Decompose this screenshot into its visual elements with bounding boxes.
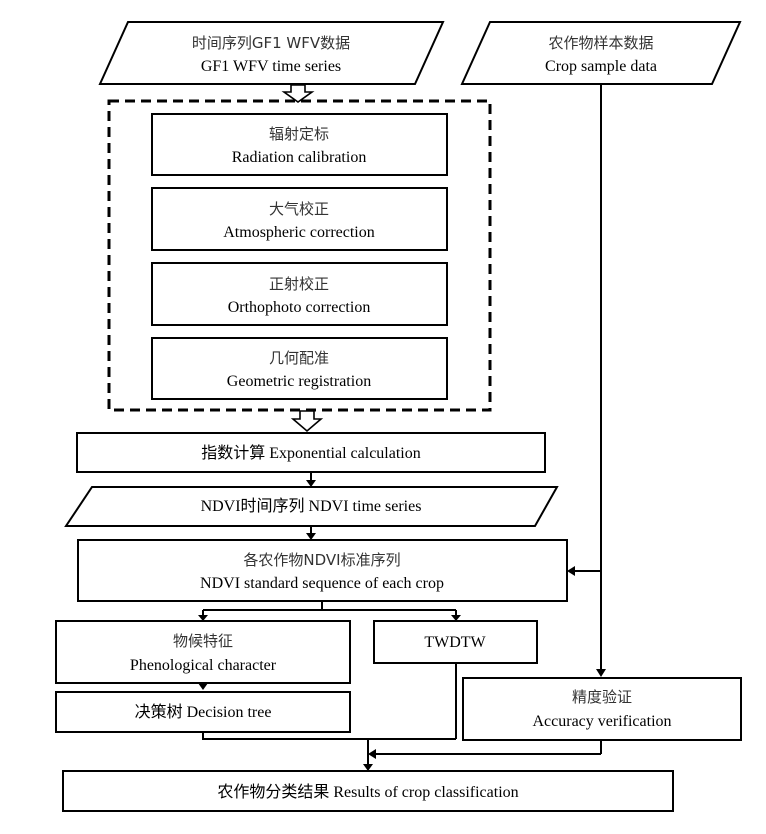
crop-sample-zh: 农作物样本数据 xyxy=(548,34,653,52)
arrow-to-twdtw-head xyxy=(451,615,461,621)
atmospheric-correction-node: 大气校正 Atmospheric correction xyxy=(151,187,448,251)
gf1-series-zh: 时间序列GF1 WFV数据 xyxy=(192,34,350,52)
ndvi-series-text: NDVI时间序列 NDVI time series xyxy=(201,497,422,515)
accuracy-verification-node: 精度验证 Accuracy verification xyxy=(462,677,742,741)
hollow-arrow-exponential xyxy=(290,410,324,433)
radiation-zh: 辐射定标 xyxy=(269,125,329,143)
twdtw-text: TWDTW xyxy=(424,634,486,651)
phenological-character-node: 物候特征 Phenological character xyxy=(55,620,351,684)
geometric-en: Geometric registration xyxy=(227,373,371,390)
arrow-exp-to-ndvi-head xyxy=(306,480,316,487)
phenological-en: Phenological character xyxy=(130,657,277,674)
arrow-ndvi-to-standard-head xyxy=(306,533,316,540)
decision-to-merge-line xyxy=(202,732,456,740)
arrow-to-phenological-head xyxy=(198,615,208,621)
crop-sample-node: 农作物样本数据 Crop sample data xyxy=(460,21,742,85)
geometric-zh: 几何配准 xyxy=(269,349,329,367)
atmospheric-zh: 大气校正 xyxy=(269,200,329,218)
hollow-arrow-preprocess xyxy=(281,84,315,103)
exponential-calculation-node: 指数计算 Exponential calculation xyxy=(76,432,546,473)
preprocessing-group xyxy=(107,99,492,412)
exponential-text: 指数计算 Exponential calculation xyxy=(201,443,421,462)
gf1-series-en: GF1 WFV time series xyxy=(201,58,341,75)
radiation-en: Radiation calibration xyxy=(232,149,367,166)
radiation-calibration-node: 辐射定标 Radiation calibration xyxy=(151,113,448,176)
arrow-sample-to-standard-head xyxy=(567,566,575,576)
ndvi-time-series-node: NDVI时间序列 NDVI time series xyxy=(64,486,559,527)
crop-classification-result-node: 农作物分类结果 Results of crop classification xyxy=(62,770,674,812)
ndvi-standard-zh: 各农作物NDVI标准序列 xyxy=(243,551,400,569)
ndvi-standard-sequence-node: 各农作物NDVI标准序列 NDVI standard sequence of e… xyxy=(77,539,568,602)
phenological-zh: 物候特征 xyxy=(173,632,233,650)
gf1-series-node: 时间序列GF1 WFV数据 GF1 WFV time series xyxy=(98,21,445,85)
atmospheric-en: Atmospheric correction xyxy=(223,224,375,241)
orthophoto-zh: 正射校正 xyxy=(269,275,329,293)
crop-sample-en: Crop sample data xyxy=(545,58,657,75)
orthophoto-correction-node: 正射校正 Orthophoto correction xyxy=(151,262,448,326)
orthophoto-en: Orthophoto correction xyxy=(228,299,371,316)
decision-tree-node: 决策树 Decision tree xyxy=(55,691,351,733)
result-text: 农作物分类结果 Results of crop classification xyxy=(217,783,518,801)
accuracy-zh: 精度验证 xyxy=(572,688,632,706)
twdtw-node: TWDTW xyxy=(373,620,538,664)
arrow-to-decision-tree-head xyxy=(198,683,208,690)
arrow-accuracy-to-merge-head xyxy=(368,749,376,759)
arrow-sample-to-accuracy-head xyxy=(596,669,606,677)
accuracy-en: Accuracy verification xyxy=(532,713,671,730)
geometric-registration-node: 几何配准 Geometric registration xyxy=(151,337,448,400)
decision-tree-text: 决策树 Decision tree xyxy=(135,703,272,721)
ndvi-standard-en: NDVI standard sequence of each crop xyxy=(200,575,444,592)
arrow-to-result-head xyxy=(363,764,373,771)
